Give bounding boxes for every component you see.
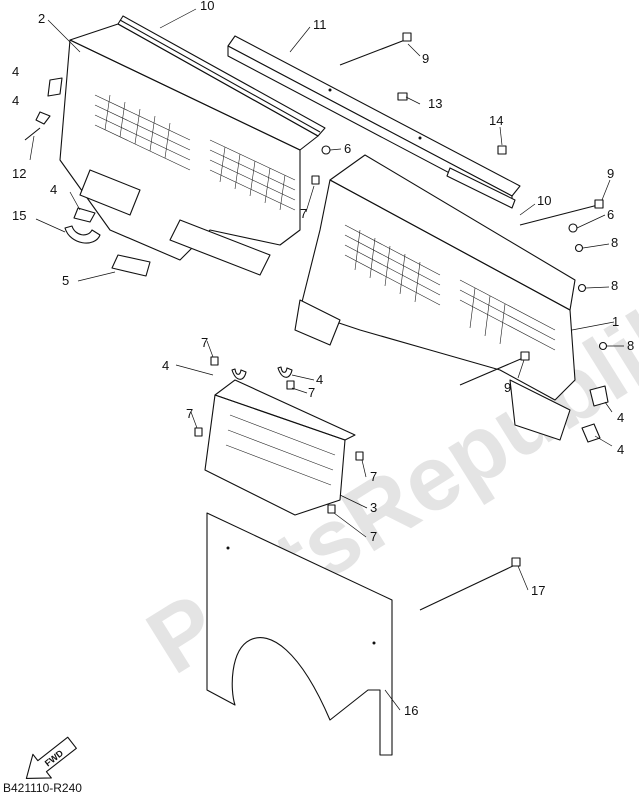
callout-7-c: 7 <box>308 385 315 400</box>
callout-16: 16 <box>404 703 418 718</box>
callout-9-top: 9 <box>422 51 429 66</box>
callout-4-d: 4 <box>162 358 169 373</box>
cable-tie-9-right <box>519 199 604 226</box>
callout-13: 15 <box>12 208 26 223</box>
callout-4-c: 4 <box>50 182 57 197</box>
callout-12: 12 <box>12 166 26 181</box>
clamp-13 <box>64 225 101 244</box>
air-duct-1 <box>294 154 576 441</box>
diagram-code: B421110-R240 <box>3 781 82 795</box>
bracket-15 <box>446 167 516 209</box>
callout-6-b: 6 <box>607 207 614 222</box>
clip-12 <box>24 127 41 141</box>
air-duct-3 <box>204 379 356 516</box>
screw-6-a <box>321 145 331 155</box>
callout-10-right: 10 <box>537 193 551 208</box>
callout-1: 1 <box>612 314 619 329</box>
screw-8-a <box>574 243 584 253</box>
callout-7-f: 7 <box>370 529 377 544</box>
seal-4-items <box>35 77 609 443</box>
callout-4-e: 4 <box>316 372 323 387</box>
callout-7-e: 7 <box>370 469 377 484</box>
callout-8-a: 8 <box>611 235 618 250</box>
callout-8-b: 8 <box>611 278 618 293</box>
screw-8-b <box>577 283 587 293</box>
air-duct-2 <box>59 23 319 276</box>
cable-tie-17 <box>419 557 521 611</box>
leader-lines <box>29 8 624 711</box>
callout-6-a: 6 <box>344 141 351 156</box>
callout-4-a: 4 <box>12 64 19 79</box>
bolt-14 <box>397 92 408 101</box>
callouts: 10 11 2 9 4 4 13 14 6 12 9 4 10 7 15 6 8… <box>12 0 634 718</box>
cable-tie-9-lower <box>459 351 530 386</box>
panel-16 <box>206 512 393 756</box>
callout-3: 3 <box>370 500 377 515</box>
callout-4-b: 4 <box>12 93 19 108</box>
callout-10-top: 10 <box>200 0 214 13</box>
callout-9-right: 9 <box>607 166 614 181</box>
callout-7-d: 7 <box>186 406 193 421</box>
cable-tie-9-top <box>339 32 412 66</box>
callout-17: 17 <box>531 583 545 598</box>
screw-8-c <box>598 341 608 351</box>
callout-15: 14 <box>489 113 503 128</box>
screw-6-b <box>568 223 578 233</box>
callout-4-g: 4 <box>617 442 624 457</box>
grommet-7-items <box>194 175 364 514</box>
callout-8-c: 8 <box>627 338 634 353</box>
callout-7-a: 7 <box>300 206 307 221</box>
callout-14: 13 <box>428 96 442 111</box>
bolt-15 <box>497 145 507 155</box>
callout-7-b: 7 <box>201 335 208 350</box>
callout-4-f: 4 <box>617 410 624 425</box>
callout-5: 5 <box>62 273 69 288</box>
callout-11: 11 <box>313 17 327 32</box>
pad-5 <box>111 254 151 277</box>
callout-2: 2 <box>38 11 45 26</box>
bracket-11 <box>227 35 521 207</box>
callout-9-lower: 9 <box>504 380 511 395</box>
